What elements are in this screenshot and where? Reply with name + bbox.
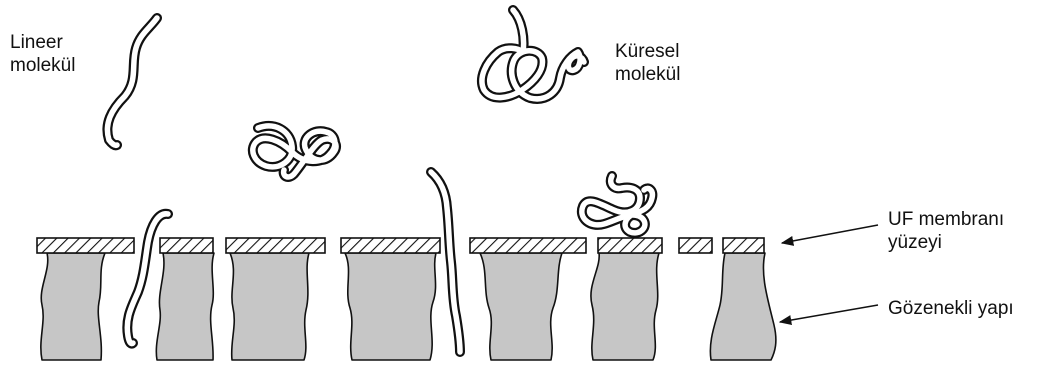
skin-segment [37, 238, 134, 253]
linear-molecule-label-line2: molekül [10, 54, 75, 77]
globular-molecule-on-surface [582, 176, 653, 233]
porous-support [41, 253, 776, 360]
porous-structure-label-line1: Gözenekli yapı [888, 297, 1014, 320]
skin-segment [160, 238, 213, 253]
skin-segment [341, 238, 440, 253]
skin-segment [723, 238, 764, 253]
pillar [591, 253, 659, 360]
porous-structure-arrow [780, 305, 878, 322]
globular-molecule-top [482, 10, 584, 99]
pillar [480, 253, 562, 360]
pillar [710, 253, 776, 360]
globular-molecule-label-line1: Küresel [615, 40, 680, 63]
linear-molecule-label: Lineer molekül [10, 31, 75, 77]
globular-molecule-middle [253, 126, 336, 177]
globular-molecule-label-line2: molekül [615, 63, 680, 86]
pillar [156, 253, 214, 360]
membrane-surface-label-line2: yüzeyi [888, 231, 1004, 254]
globular-molecule-label: Küresel molekül [615, 40, 680, 86]
skin-segment [226, 238, 325, 253]
skin-segment [470, 238, 586, 253]
membrane-surface-arrow [782, 225, 878, 243]
membrane-surface-label-line1: UF membranı [888, 208, 1004, 231]
porous-structure-label: Gözenekli yapı [888, 297, 1014, 320]
skin-segment [679, 238, 712, 253]
linear-molecule-top [107, 18, 157, 145]
pillar [41, 253, 105, 360]
membrane-surface-label: UF membranı yüzeyi [888, 208, 1004, 254]
pillar [345, 253, 436, 360]
linear-molecule-label-line1: Lineer [10, 31, 75, 54]
skin-segment [598, 238, 662, 253]
pillar [230, 253, 309, 360]
